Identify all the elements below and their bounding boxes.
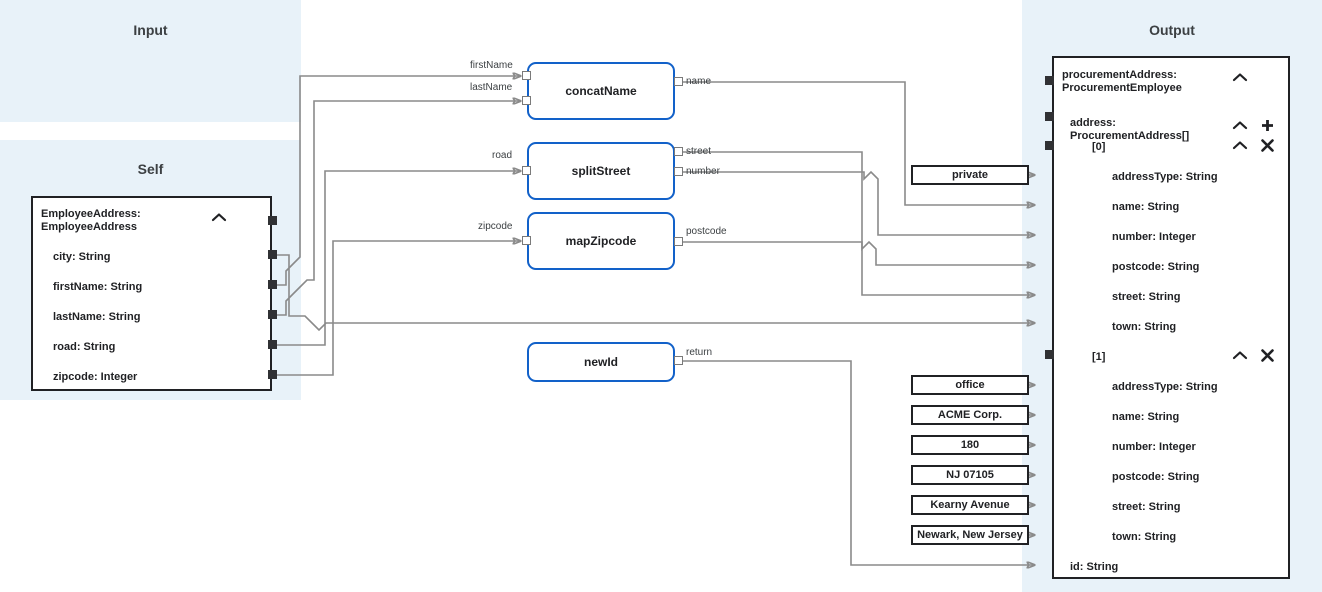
self-panel-title: Self bbox=[137, 161, 164, 177]
chevron-up-icon[interactable] bbox=[211, 212, 227, 222]
port-in-firstname[interactable] bbox=[522, 71, 531, 80]
function-node-concatname[interactable]: concatName bbox=[527, 62, 675, 120]
port-label-name: name bbox=[686, 76, 712, 87]
chevron-up-icon[interactable] bbox=[1232, 350, 1248, 360]
output-address-group: address: ProcurementAddress[] bbox=[1054, 117, 1288, 147]
function-node-label: splitStreet bbox=[571, 164, 631, 178]
port-label-return: return bbox=[686, 347, 713, 358]
output-array-item-1: [1] bbox=[1054, 349, 1288, 367]
port-out-street[interactable] bbox=[674, 147, 683, 156]
function-node-label: newId bbox=[583, 355, 618, 369]
port-out-return[interactable] bbox=[674, 356, 683, 365]
constant-office[interactable]: office bbox=[911, 375, 1029, 395]
constant-nj-07105[interactable]: NJ 07105 bbox=[911, 465, 1029, 485]
output-panel-title: Output bbox=[1149, 22, 1195, 38]
self-port-road[interactable] bbox=[268, 340, 277, 349]
plus-icon[interactable] bbox=[1261, 119, 1274, 132]
constant-kearny-avenue[interactable]: Kearny Avenue bbox=[911, 495, 1029, 515]
port-label-lastname: lastName bbox=[470, 82, 513, 93]
port-label-number: number bbox=[686, 166, 720, 177]
output-port-item-1[interactable] bbox=[1045, 350, 1054, 359]
function-node-splitstreet[interactable]: splitStreet bbox=[527, 142, 675, 200]
output-array-item-0: [0] bbox=[1054, 139, 1288, 157]
self-box-header: EmployeeAddress: EmployeeAddress bbox=[33, 208, 270, 238]
port-out-name[interactable] bbox=[674, 77, 683, 86]
port-out-number[interactable] bbox=[674, 167, 683, 176]
self-port-city[interactable] bbox=[268, 250, 277, 259]
port-in-road[interactable] bbox=[522, 166, 531, 175]
port-in-zipcode[interactable] bbox=[522, 236, 531, 245]
port-label-street: street bbox=[686, 146, 712, 157]
input-panel-title: Input bbox=[133, 22, 168, 38]
constant-private[interactable]: private bbox=[911, 165, 1029, 185]
chevron-up-icon[interactable] bbox=[1232, 140, 1248, 150]
function-node-mapzipcode[interactable]: mapZipcode bbox=[527, 212, 675, 270]
close-icon[interactable] bbox=[1261, 349, 1274, 362]
output-object-box: procurementAddress: ProcurementEmployee … bbox=[1052, 56, 1290, 579]
port-in-lastname[interactable] bbox=[522, 96, 531, 105]
constant-newark-new-jersey[interactable]: Newark, New Jersey bbox=[911, 525, 1029, 545]
self-port-firstname[interactable] bbox=[268, 280, 277, 289]
function-node-label: mapZipcode bbox=[565, 234, 637, 248]
port-label-postcode: postcode bbox=[686, 226, 727, 237]
function-node-label: concatName bbox=[565, 84, 637, 98]
close-icon[interactable] bbox=[1261, 139, 1274, 152]
port-out-postcode[interactable] bbox=[674, 237, 683, 246]
output-root-header: procurementAddress: ProcurementEmployee bbox=[1054, 69, 1288, 99]
port-label-road: road bbox=[492, 150, 513, 161]
function-node-newid[interactable]: newId bbox=[527, 342, 675, 382]
output-port-item-0[interactable] bbox=[1045, 141, 1054, 150]
self-object-box: EmployeeAddress: EmployeeAddress city: S… bbox=[31, 196, 272, 391]
self-port-zipcode[interactable] bbox=[268, 370, 277, 379]
constant-180[interactable]: 180 bbox=[911, 435, 1029, 455]
port-label-firstname: firstName bbox=[470, 60, 513, 71]
port-label-zipcode: zipcode bbox=[478, 221, 513, 232]
self-port-lastname[interactable] bbox=[268, 310, 277, 319]
chevron-up-icon[interactable] bbox=[1232, 120, 1248, 130]
output-port-address[interactable] bbox=[1045, 112, 1054, 121]
self-port-root[interactable] bbox=[268, 216, 277, 225]
constant-acme-corp[interactable]: ACME Corp. bbox=[911, 405, 1029, 425]
chevron-up-icon[interactable] bbox=[1232, 72, 1248, 82]
output-port-root[interactable] bbox=[1045, 76, 1054, 85]
input-panel bbox=[0, 0, 301, 122]
